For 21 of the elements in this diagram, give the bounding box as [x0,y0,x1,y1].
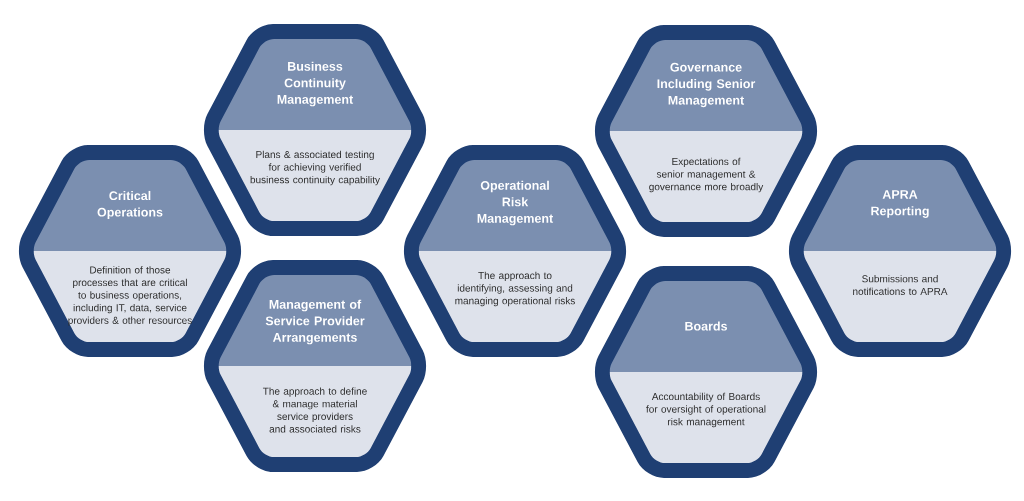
card-description: The approach to identifying, assessing and managing operational risks [455,271,575,307]
card-title: Governance Including Senior Management [657,62,756,108]
hexagon-card [788,145,1012,357]
hexagon-card [594,25,818,237]
card-title: Boards [685,321,728,331]
card-title: Critical Operations [97,190,163,220]
hexagon-card [594,266,818,478]
card-description: Submissions and notifications to APRA [853,275,948,295]
card-title: Operational Risk Management [477,180,554,226]
hexagon-card [203,24,427,236]
card-description: Expectations of senior management & governance more broadly [649,157,764,193]
card-title: Management of Service Provider Arrangements [265,299,365,345]
hexagon-card [203,260,427,472]
card-description: Definition of those processes that are critical to business operations, including IT, data, service providers & other resources [68,266,192,326]
card-title: Business Continuity Management [277,61,354,107]
card-title: APRA Reporting [871,190,929,218]
card-description: Plans & associated testing for achieving verified business continuity capability [250,150,380,186]
card-description: The approach to define & manage material service providers and associated risks [262,387,367,433]
hexagon-card [18,145,242,357]
hexagon-card [403,145,627,357]
card-description: Accountability of Boards for oversight of operational risk management [646,392,766,428]
